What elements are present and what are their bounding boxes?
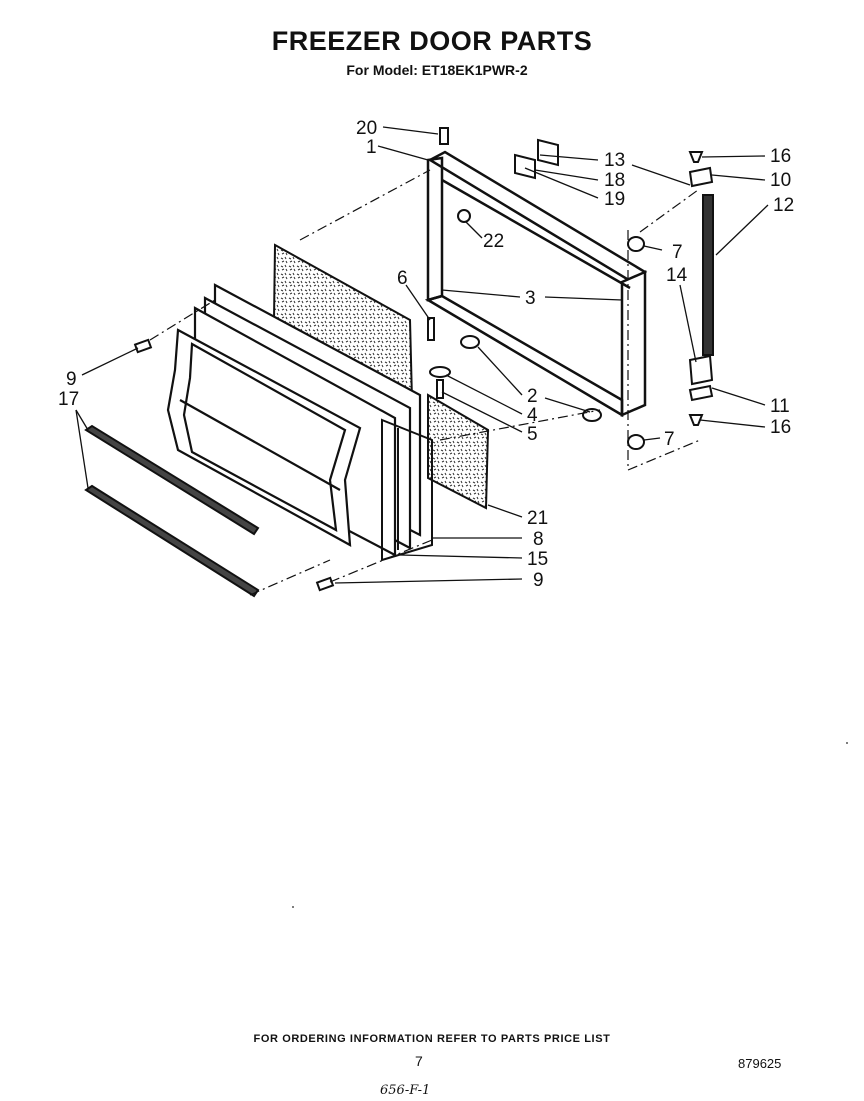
document-number: 879625 [738,1056,782,1071]
callout-3: 3 [525,288,536,309]
callout-2: 2 [527,386,538,407]
hinge-assembly [688,166,714,402]
hardware-parts [133,127,704,592]
callout-16-top: 16 [770,146,791,167]
trim-strips [84,424,260,598]
model-subtitle: For Model: ET18EK1PWR-2 [346,62,528,78]
page-number: 7 [415,1053,423,1069]
callout-5: 5 [527,424,538,445]
callout-20: 20 [356,118,377,139]
callout-16-bottom: 16 [770,417,791,438]
callout-4: 4 [527,405,538,426]
callout-6: 6 [397,268,408,289]
alignment-lines [149,169,701,596]
door-gasket [381,418,433,562]
callout-1: 1 [366,137,377,158]
callout-12: 12 [773,195,794,216]
callout-9-bottom: 9 [533,570,544,591]
page-title: FREEZER DOOR PARTS [271,26,593,56]
callout-17: 17 [58,389,79,410]
callout-18: 18 [604,170,625,191]
callout-7-bottom: 7 [664,429,675,450]
callout-15: 15 [527,549,548,570]
callout-11: 11 [770,396,790,417]
scan-speck [846,742,848,744]
callout-14: 14 [666,265,688,286]
callout-9-left: 9 [66,369,77,390]
scan-speck [292,906,294,908]
callout-21: 21 [527,508,548,529]
door-liner [166,283,422,557]
callout-19: 19 [604,189,625,210]
handwritten-code: 656-F-1 [380,1083,431,1098]
callout-8: 8 [533,529,544,550]
ordering-note: FOR ORDERING INFORMATION REFER TO PARTS … [253,1033,611,1045]
callout-22: 22 [483,231,504,252]
callout-13: 13 [604,150,625,171]
callout-10: 10 [770,170,791,191]
callout-7-top: 7 [672,242,683,263]
callout-leaders [75,126,769,584]
